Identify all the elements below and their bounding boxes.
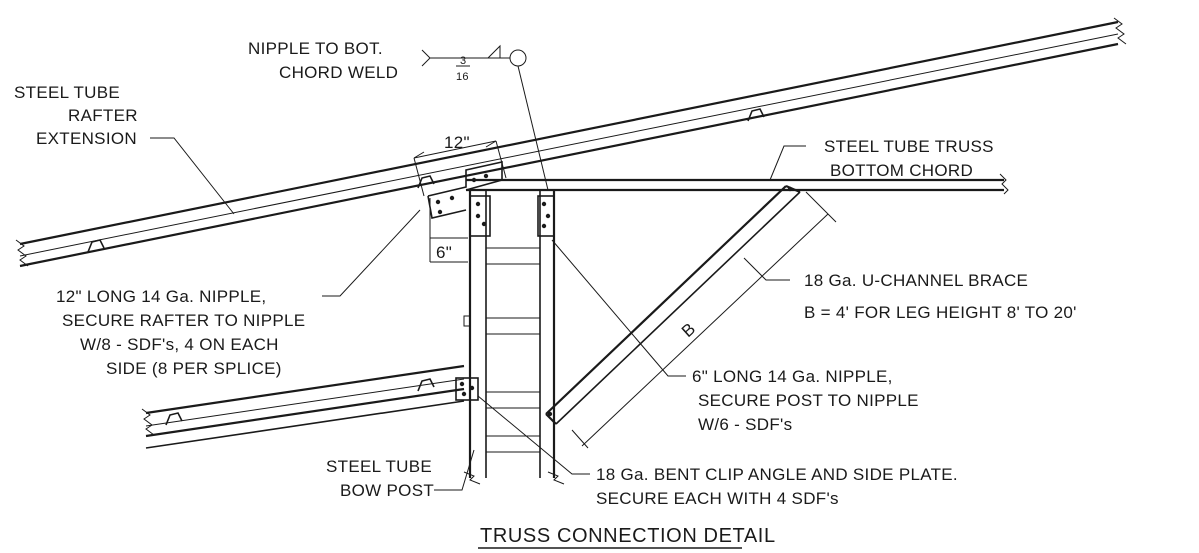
dimension-b xyxy=(571,191,837,449)
brace-line1: 18 Ga. U-CHANNEL BRACE xyxy=(804,271,1028,290)
nipple-6-label: 6" LONG 14 Ga. NIPPLE, SECURE POST TO NI… xyxy=(692,367,919,434)
clip-line2: SECURE EACH WITH 4 SDF's xyxy=(596,489,839,508)
weld-size-numerator: 3 xyxy=(460,55,466,67)
clip-line1: 18 Ga. BENT CLIP ANGLE AND SIDE PLATE. xyxy=(596,465,958,484)
nipple-6-line1: 6" LONG 14 Ga. NIPPLE, xyxy=(692,367,893,386)
bottom-chord-label: STEEL TUBE TRUSS BOTTOM CHORD xyxy=(824,137,994,180)
nipple-12-line1: 12" LONG 14 Ga. NIPPLE, xyxy=(56,287,266,306)
bow-post-line1: STEEL TUBE xyxy=(326,457,432,476)
brace-line2: B = 4' FOR LEG HEIGHT 8' TO 20' xyxy=(804,303,1077,322)
connection-plates xyxy=(427,161,555,401)
upper-rafter xyxy=(15,17,1127,268)
bottom-chord-line2: BOTTOM CHORD xyxy=(830,161,973,180)
leader-lines xyxy=(150,137,806,491)
nipple-12-line2: SECURE RAFTER TO NIPPLE xyxy=(62,311,305,330)
rafter-ext-line3: EXTENSION xyxy=(36,129,137,148)
screw-fasteners xyxy=(435,173,793,417)
bow-post xyxy=(463,190,565,485)
drawing-title: TRUSS CONNECTION DETAIL xyxy=(480,525,776,547)
nipple-6-line2: SECURE POST TO NIPPLE xyxy=(698,391,919,410)
bottom-chord-line1: STEEL TUBE TRUSS xyxy=(824,137,994,156)
dimension-12in xyxy=(413,140,507,197)
weld-symbol xyxy=(421,44,549,191)
bow-post-line2: BOW POST xyxy=(340,481,434,500)
dimension-6in xyxy=(429,198,468,263)
dim-12-label: 12" xyxy=(444,133,470,152)
nipple-12-line4: SIDE (8 PER SPLICE) xyxy=(106,359,282,378)
bow-post-label: STEEL TUBE BOW POST xyxy=(326,457,434,500)
u-channel-brace xyxy=(545,184,801,425)
bottom-chord xyxy=(466,173,1009,195)
rafter-ext-line1: STEEL TUBE xyxy=(14,83,120,102)
nipple-6-line3: W/6 - SDF's xyxy=(698,415,792,434)
rafter-extension-label: STEEL TUBE RAFTER EXTENSION xyxy=(14,83,138,148)
weld-size-denominator: 16 xyxy=(456,71,469,83)
clip-angle-label: 18 Ga. BENT CLIP ANGLE AND SIDE PLATE. S… xyxy=(596,465,958,508)
lower-rafter xyxy=(141,364,465,449)
brace-label: 18 Ga. U-CHANNEL BRACE B = 4' FOR LEG HE… xyxy=(804,271,1077,322)
weld-label-line1: NIPPLE TO BOT. xyxy=(248,39,383,58)
nipple-12-label: 12" LONG 14 Ga. NIPPLE, SECURE RAFTER TO… xyxy=(56,287,305,378)
dim-6-label: 6" xyxy=(436,243,452,262)
weld-label-line2: CHORD WELD xyxy=(279,63,398,82)
nipple-12-line3: W/8 - SDF's, 4 ON EACH xyxy=(80,335,279,354)
rafter-ext-line2: RAFTER xyxy=(68,106,138,125)
